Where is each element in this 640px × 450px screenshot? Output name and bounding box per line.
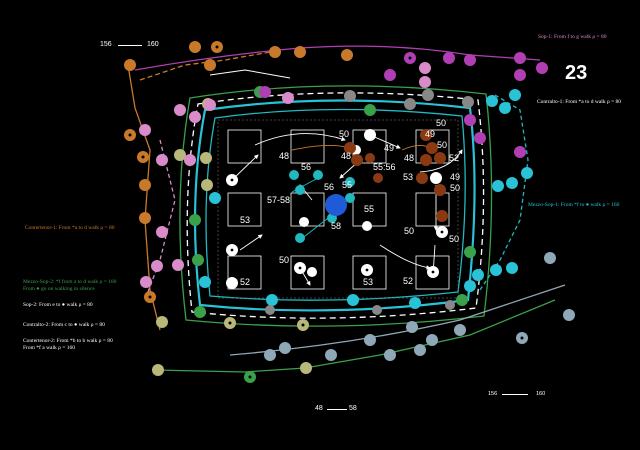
grid-number: 55:56 <box>373 162 396 172</box>
grid-number: 48 <box>341 151 352 161</box>
grid-number: 50 <box>339 129 350 139</box>
grid-number: 49 <box>384 143 395 153</box>
grid-number: 56 <box>301 162 312 172</box>
grid-number: 52 <box>403 276 414 286</box>
label-sop2: Sop-2: From e to ● walk ρ = 80 <box>23 302 93 308</box>
big-number: 23 <box>565 62 588 84</box>
grid-number: 50 <box>450 183 461 193</box>
label-contertenor2-a: Contertenor-2: From *b to b walk ρ = 80 <box>23 338 113 344</box>
grid-number: 49 <box>450 172 461 182</box>
label-contertenor2-b: From *f a walk ρ = 160 <box>23 345 75 351</box>
label-contertenor1: Contertenor-1: From *a to d walk ρ = 80 <box>25 225 115 231</box>
bottom-range-dash <box>502 394 528 395</box>
grid-number: 52 <box>240 277 251 287</box>
grid-number: 49 <box>425 129 436 139</box>
label-mezzo-sop1: Mezzo-Sop-1: From *f to ● walk ρ = 160 <box>528 202 620 208</box>
grid-number: 48 <box>279 151 290 161</box>
grid-number: 58 <box>331 221 342 231</box>
grid-number: 52 <box>449 153 460 163</box>
bottom-range-low: 156 <box>488 391 498 397</box>
label-contralto2: Contralto-2: From c to ● walk ρ = 80 <box>23 322 105 328</box>
top-range-dash <box>118 45 142 46</box>
grid-number: 57-58 <box>267 195 291 205</box>
bottom-center-dash <box>327 409 347 410</box>
node-inner-dots <box>128 45 524 379</box>
grid-number: 50 <box>437 140 448 150</box>
bottom-center-high: 58 <box>349 405 357 412</box>
label-mezzo-sop2-a: Mezzo-Sop-2: *f from a to d walk ρ = 160 <box>23 279 117 285</box>
grid-number: 48 <box>404 153 415 163</box>
grid-number: 50 <box>436 118 447 128</box>
grid-number: 53 <box>403 172 414 182</box>
grid-number: 55 <box>342 180 353 190</box>
grid-number: 55 <box>364 204 375 214</box>
grid-number: 56 <box>324 182 335 192</box>
grid-number: 50 <box>279 255 290 265</box>
grid-number: 53 <box>240 215 251 225</box>
grid-number: 50 <box>404 226 415 236</box>
top-range-low: 156 <box>100 41 112 48</box>
top-range-high: 160 <box>147 41 159 48</box>
bottom-range-high: 160 <box>536 391 546 397</box>
grid-number: 53 <box>363 277 374 287</box>
bottom-center-low: 48 <box>315 405 323 412</box>
grid-number: 50 <box>449 234 460 244</box>
label-contralto1: Contralto-1: From *a to d walk ρ = 80 <box>537 99 622 105</box>
label-mezzo-sop2-b: From ● go on walking in silence <box>23 286 95 292</box>
label-sop1: Sop-1: From f to g walk ρ = 80 <box>538 34 607 40</box>
node-circles <box>124 41 575 383</box>
